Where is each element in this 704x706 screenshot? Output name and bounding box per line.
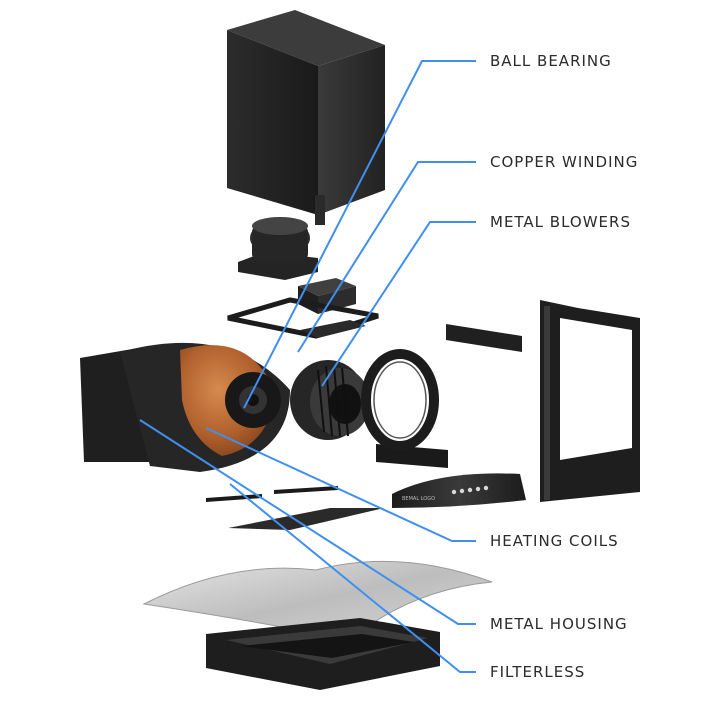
label-filterless: FILTERLESS bbox=[490, 663, 586, 681]
leader-lines bbox=[139, 60, 476, 673]
blower-ring bbox=[361, 349, 439, 451]
leader-ball-bearing bbox=[243, 60, 476, 409]
motor-housing bbox=[80, 342, 290, 472]
filter-strips bbox=[206, 486, 384, 530]
bottom-tray bbox=[206, 618, 440, 690]
leader-filterless bbox=[229, 483, 476, 673]
frame-plate bbox=[227, 297, 379, 339]
label-copper-winding: COPPER WINDING bbox=[490, 153, 639, 171]
leader-copper-winding bbox=[297, 161, 476, 353]
leader-metal-blowers bbox=[321, 221, 476, 387]
leader-heating-coils bbox=[205, 427, 476, 542]
label-ball-bearing: BALL BEARING bbox=[490, 52, 612, 70]
glass-canopy bbox=[142, 560, 493, 641]
label-heating-coils: HEATING COILS bbox=[490, 532, 619, 550]
control-panel: BEMAL LOGO bbox=[392, 473, 526, 508]
motor-mount bbox=[238, 217, 318, 280]
side-panel bbox=[540, 300, 640, 502]
label-metal-blowers: METAL BLOWERS bbox=[490, 213, 631, 231]
leader-metal-housing bbox=[139, 419, 476, 625]
panel-brand-text: BEMAL LOGO bbox=[402, 496, 435, 502]
chimney-cover bbox=[227, 10, 385, 225]
blower-wheel bbox=[290, 360, 370, 440]
label-metal-housing: METAL HOUSING bbox=[490, 615, 628, 633]
